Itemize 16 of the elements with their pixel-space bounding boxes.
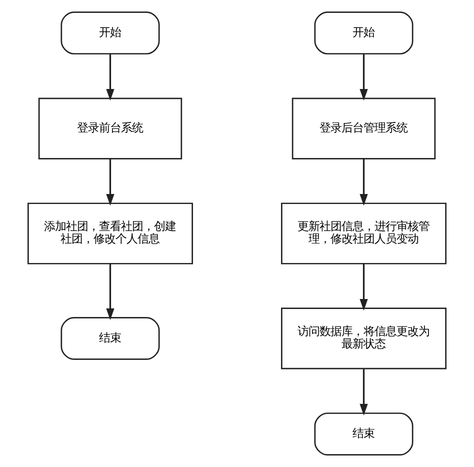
arrow [106, 54, 114, 101]
node-box: 登录前台系统 [38, 98, 182, 160]
node-box: 添加社团，查看社团，创建社团，修改个人信息 [27, 202, 193, 264]
node-box: 开始 [314, 12, 414, 54]
arrow [360, 158, 368, 206]
node-box: 结束 [60, 316, 160, 360]
arrow [106, 158, 114, 206]
arrow [360, 264, 368, 311]
arrow [360, 369, 368, 416]
node-box: 更新社团信息，进行审核管理，修改社团人员变动 [281, 202, 447, 264]
arrow [360, 54, 368, 101]
node-box: 结束 [314, 412, 414, 456]
node-box: 访问数据库，将信息更改为最新状态 [281, 308, 447, 370]
node-box: 登录后台管理系统 [292, 98, 436, 160]
arrow [106, 264, 114, 320]
node-box: 开始 [60, 12, 160, 54]
